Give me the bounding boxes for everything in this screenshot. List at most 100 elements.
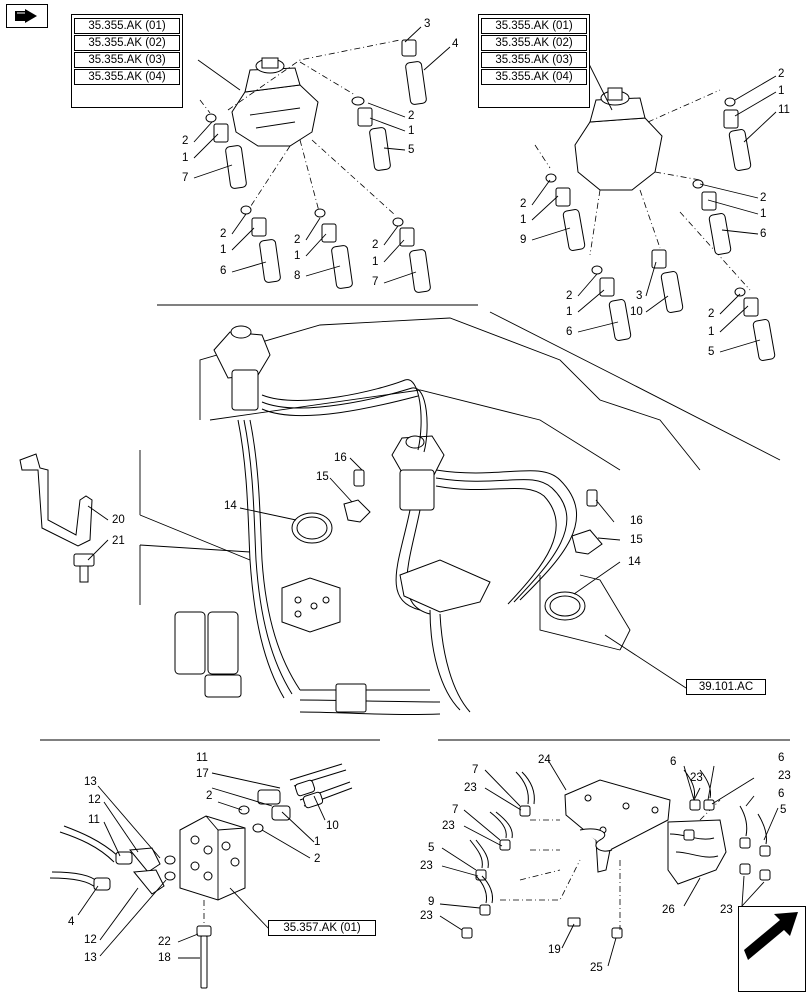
callout-number: 22 [158, 936, 171, 948]
callout-number: 24 [538, 754, 551, 766]
callout-number: 25 [590, 962, 603, 974]
ref-stack-right: 35.355.AK (01) 35.355.AK (02) 35.355.AK … [478, 14, 590, 108]
callout-number: 6 [778, 752, 785, 764]
section-dividers [40, 304, 790, 741]
callout-number: 2 [760, 192, 767, 204]
callout-number: 2 [708, 308, 715, 320]
callout-number: 6 [220, 265, 227, 277]
callout-number: 1 [408, 125, 415, 137]
callout-number: 9 [520, 234, 527, 246]
callout-number: 2 [778, 68, 785, 80]
callout-number: 2 [206, 790, 213, 802]
fittings-top-left [205, 39, 431, 293]
callout-number: 6 [760, 228, 767, 240]
callout-number: 7 [182, 172, 189, 184]
callout-number: 10 [630, 306, 643, 318]
callout-number: 23 [720, 904, 733, 916]
manifold-detail [461, 769, 771, 939]
callout-number: 14 [628, 556, 641, 568]
callout-number: 3 [636, 290, 643, 302]
callout-number: 2 [220, 228, 227, 240]
callout-number: 2 [314, 853, 321, 865]
callout-number: 1 [220, 244, 227, 256]
callout-number: 17 [196, 768, 209, 780]
callout-number: 8 [294, 270, 301, 282]
callout-number: 2 [182, 135, 189, 147]
callout-number: 2 [566, 290, 573, 302]
callout-number: 2 [520, 198, 527, 210]
ref-stack-left: 35.355.AK (01) 35.355.AK (02) 35.355.AK … [71, 14, 183, 108]
callout-number: 2 [294, 234, 301, 246]
callout-number: 6 [670, 756, 677, 768]
callout-number: 2 [408, 110, 415, 122]
callout-number: 7 [452, 804, 459, 816]
bracket-left [19, 453, 95, 583]
leader-lines [77, 26, 779, 967]
callout-number: 6 [566, 326, 573, 338]
callout-number: 16 [630, 515, 643, 527]
callout-number: 23 [690, 772, 703, 784]
callout-number: 15 [316, 471, 329, 483]
callout-number: 21 [112, 535, 125, 547]
callout-number: 23 [420, 910, 433, 922]
callout-number: 5 [408, 144, 415, 156]
callout-number: 23 [464, 782, 477, 794]
ref-link[interactable]: 35.355.AK (04) [481, 69, 587, 85]
valve-block-detail [49, 763, 353, 989]
callout-number: 6 [778, 788, 785, 800]
book-arrow-icon [15, 9, 37, 23]
ref-link[interactable]: 35.355.AK (02) [74, 35, 180, 51]
callout-number: 1 [182, 152, 189, 164]
callout-number: 26 [662, 904, 675, 916]
callout-number: 11 [196, 752, 208, 764]
callout-number: 1 [294, 250, 301, 262]
joystick-right-exploded [534, 61, 776, 361]
callout-number: 1 [314, 836, 321, 848]
callout-number: 1 [566, 306, 573, 318]
callout-number: 13 [84, 776, 97, 788]
callout-number: 10 [326, 820, 339, 832]
callout-number: 12 [84, 934, 97, 946]
ref-link[interactable]: 35.355.AK (01) [74, 18, 180, 34]
callout-number: 2 [372, 239, 379, 251]
ref-link[interactable]: 35.355.AK (03) [74, 52, 180, 68]
ref-link[interactable]: 35.355.AK (01) [481, 18, 587, 34]
joystick-left-exploded [197, 39, 401, 216]
callout-number: 5 [708, 346, 715, 358]
callout-number: 11 [88, 814, 100, 826]
callout-number: 23 [442, 820, 455, 832]
ref-link[interactable]: 35.355.AK (03) [481, 52, 587, 68]
valve-ref-link[interactable]: 35.357.AK (01) [268, 920, 376, 936]
callout-number: 23 [778, 770, 791, 782]
book-nav-button[interactable] [6, 4, 48, 28]
cab-overview [174, 317, 701, 716]
callout-number: 7 [472, 764, 479, 776]
ref-link[interactable]: 35.355.AK (04) [74, 69, 180, 85]
callout-number: 11 [778, 104, 790, 116]
callout-number: 14 [224, 500, 237, 512]
callout-number: 1 [520, 214, 527, 226]
callout-number: 15 [630, 534, 643, 546]
next-page-arrow-icon [744, 912, 798, 960]
callout-number: 1 [708, 326, 715, 338]
ref-link[interactable]: 35.355.AK (02) [481, 35, 587, 51]
callout-number: 1 [778, 85, 785, 97]
callout-number: 18 [158, 952, 171, 964]
callout-number: 12 [88, 794, 101, 806]
callout-number: 13 [84, 952, 97, 964]
callout-number: 9 [428, 896, 435, 908]
callout-number: 1 [760, 208, 767, 220]
callout-number: 5 [780, 804, 787, 816]
cab-ref-link[interactable]: 39.101.AC [686, 679, 766, 695]
callout-number: 4 [452, 38, 459, 50]
callout-number: 19 [548, 944, 561, 956]
next-page-button[interactable] [738, 906, 806, 992]
callout-number: 7 [372, 276, 379, 288]
callout-number: 5 [428, 842, 435, 854]
callout-number: 23 [420, 860, 433, 872]
callout-number: 3 [424, 18, 431, 30]
callout-number: 16 [334, 452, 347, 464]
callout-number: 20 [112, 514, 125, 526]
